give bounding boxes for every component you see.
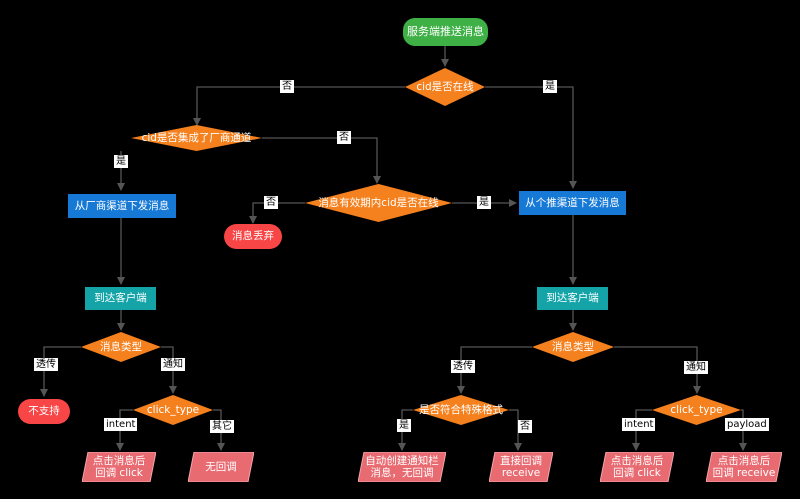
- output-click-callback-right: 点击消息后 回调 click: [600, 452, 674, 482]
- output-auto-notify-text: 自动创建通知栏 消息，无回调: [365, 454, 439, 479]
- decision-cid-online: cid是否在线: [405, 68, 485, 106]
- edge-clicktype-left-intent: [116, 409, 133, 451]
- edge-cid-online-yes: [485, 86, 577, 189]
- edge-clicktype-right-payload: [739, 409, 747, 451]
- decision-cid-integrated: cid是否集成了厂商通道: [131, 125, 262, 151]
- output-direct-receive-text: 直接回调 receive: [500, 454, 542, 479]
- output-click-receive-text: 点击消息后 回调 receive: [712, 454, 776, 479]
- edge-cid-online-no: [193, 86, 405, 126]
- vendor-send-process: 从厂商渠道下发消息: [68, 194, 176, 218]
- decision-msgtype-left: 消息类型: [81, 332, 161, 362]
- edge-label-yes-3: 是: [477, 196, 491, 209]
- decision-cid-integrated-text: cid是否集成了厂商通道: [141, 131, 252, 144]
- decision-valid-online: 消息有效期内cid是否在线: [305, 184, 452, 222]
- edge-clicktype-right-intent: [632, 409, 652, 451]
- output-click-callback-left-text: 点击消息后 回调 click: [92, 454, 146, 479]
- decision-clicktype-right-text: click_type: [670, 403, 723, 416]
- output-click-receive: 点击消息后 回调 receive: [706, 452, 782, 482]
- decision-clicktype-left: click_type: [133, 395, 213, 425]
- decision-msgtype-left-text: 消息类型: [100, 340, 142, 353]
- output-direct-receive: 直接回调 receive: [489, 452, 553, 482]
- edge-integrated-no: [262, 137, 381, 184]
- arrive-left-process: 到达客户端: [85, 287, 156, 310]
- output-click-callback-right-text: 点击消息后 回调 click: [610, 454, 664, 479]
- decision-cid-online-text: cid是否在线: [416, 80, 474, 93]
- decision-valid-online-text: 消息有效期内cid是否在线: [318, 196, 439, 209]
- arrive-right-process: 到达客户端: [537, 287, 608, 310]
- edge-clicktype-left-other: [213, 409, 225, 451]
- edge-label-payload-right: payload: [725, 418, 769, 431]
- edge-special-yes: [398, 409, 413, 451]
- edge-special-no: [509, 409, 522, 451]
- edge-label-yes-1: 是: [543, 80, 557, 93]
- edge-label-no-4: 否: [518, 420, 532, 433]
- output-no-callback: 无回调: [188, 452, 254, 482]
- edge-label-passthrough-left: 透传: [34, 358, 58, 371]
- output-click-callback-left: 点击消息后 回调 click: [82, 452, 156, 482]
- not-support-node: 不支持: [18, 399, 70, 424]
- edge-label-no-3: 否: [264, 196, 278, 209]
- edge-type-right-passthrough: [457, 346, 532, 394]
- decision-clicktype-left-text: click_type: [146, 403, 200, 416]
- decision-special-format-text: 是否符合特殊格式: [419, 403, 503, 416]
- getui-send-process: 从个推渠道下发消息: [519, 191, 626, 215]
- decision-clicktype-right: click_type: [652, 395, 741, 425]
- decision-special-format: 是否符合特殊格式: [413, 395, 509, 425]
- output-no-callback-text: 无回调: [205, 460, 237, 473]
- edge-label-no-2: 否: [337, 131, 351, 144]
- edge-label-intent-left: intent: [104, 418, 138, 431]
- edge-label-notify-left: 通知: [161, 358, 185, 371]
- start-node: 服务端推送消息: [403, 18, 488, 46]
- edge-label-yes-4: 是: [397, 419, 411, 432]
- edge-type-left-passthrough: [40, 346, 81, 397]
- edge-label-passthrough-right: 透传: [451, 360, 475, 373]
- edge-type-right-notify: [614, 346, 701, 394]
- edge-label-other-left: 其它: [210, 420, 234, 433]
- edge-label-intent-right: intent: [622, 418, 656, 431]
- edge-valid-no: [249, 202, 305, 224]
- edge-type-left-notify: [161, 346, 177, 394]
- edge-label-yes-2: 是: [114, 155, 128, 168]
- decision-msgtype-right: 消息类型: [532, 332, 614, 362]
- edge-label-no-1: 否: [280, 80, 294, 93]
- edge-label-notify-right: 通知: [684, 361, 708, 374]
- discard-node: 消息丢弃: [224, 224, 282, 249]
- output-auto-notify: 自动创建通知栏 消息，无回调: [358, 452, 446, 482]
- decision-msgtype-right-text: 消息类型: [552, 340, 594, 353]
